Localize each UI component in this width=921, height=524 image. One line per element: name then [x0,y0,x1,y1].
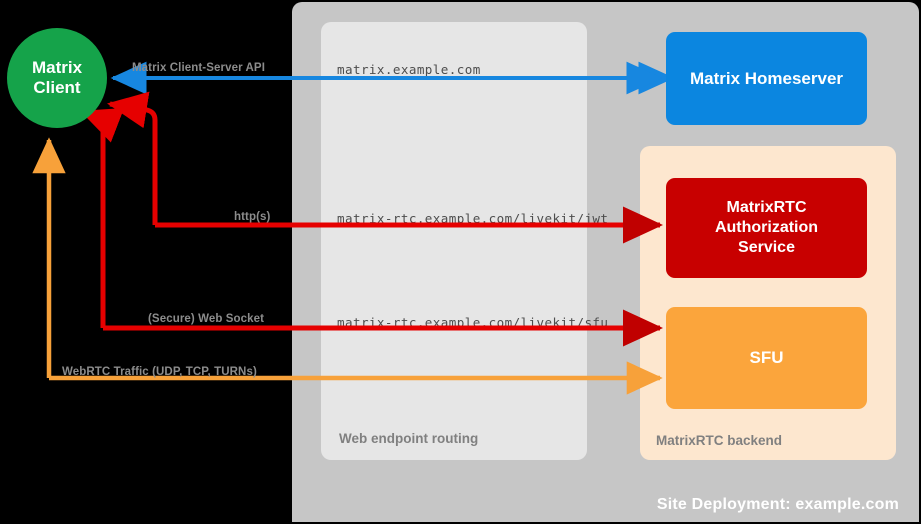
matrixrtc-backend-label: MatrixRTC backend [656,433,783,448]
edge-secure-web-socket [80,108,663,347]
node-auth-label-line1: MatrixRTC [726,199,807,216]
edge-webrtc-traffic [32,137,663,395]
node-sfu[interactable]: SFU [666,307,867,409]
web-endpoint-routing-panel: Web endpoint routing [321,22,587,460]
edge-label-matrix-client-server-api: Matrix Client-Server API [132,62,265,74]
edge-https-jwt [107,91,663,244]
node-sfu-label: SFU [749,348,784,367]
endpoint-matrix-example-com: matrix.example.com [337,62,481,77]
node-auth-label-line3: Service [738,239,795,256]
node-matrix-homeserver-label: Matrix Homeserver [689,68,844,88]
node-auth-label-line2: Authorization [714,219,819,236]
edge-label-secure-web-socket: (Secure) Web Socket [148,313,265,325]
edge-label-webrtc-traffic: WebRTC Traffic (UDP, TCP, TURNs) [62,366,257,378]
node-matrix-homeserver[interactable]: Matrix Homeserver [666,32,867,125]
matrix-client-label-line2: Client [33,78,81,97]
edge-label-https: http(s) [234,211,271,223]
matrix-client-label-line1: Matrix [31,57,83,77]
node-matrixrtc-authorization-service[interactable]: MatrixRTC Authorization Service [666,178,867,278]
matrix-client-node[interactable]: Matrix Client [7,28,107,128]
web-endpoint-routing-label: Web endpoint routing [339,431,479,446]
endpoint-livekit-jwt: matrix-rtc.example.com/livekit/jwt [337,211,609,226]
site-deployment-label: Site Deployment: example.com [656,496,899,513]
